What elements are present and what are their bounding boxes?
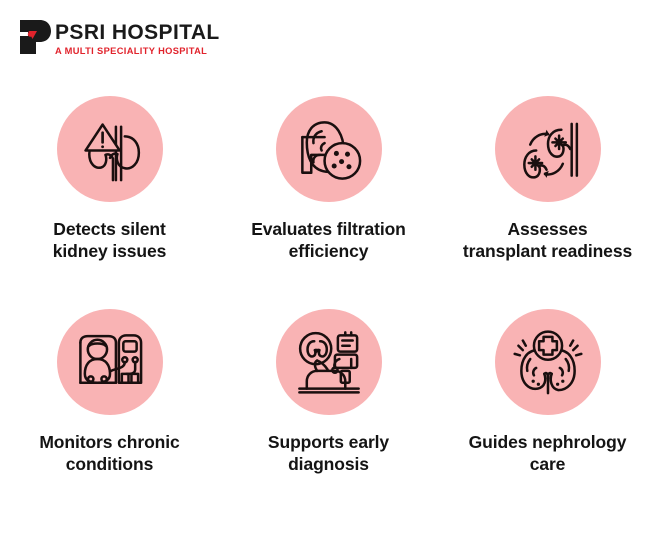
- icon-badge: [494, 309, 601, 415]
- dialysis-patient-machine-icon: [78, 334, 142, 384]
- kidney-transplant-exchange-icon: [522, 122, 578, 179]
- kidneys-medical-cross-icon: [512, 330, 583, 395]
- feature-label: Guides nephrology care: [468, 432, 627, 475]
- kidney-warning-icon: [83, 123, 140, 182]
- patient-diagnosis-monitor-icon: [297, 331, 360, 394]
- feature-label: Supports early diagnosis: [267, 432, 390, 475]
- feature-item-assesses-transplant-readiness: Assesses transplant readiness: [438, 96, 657, 301]
- feature-label: Monitors chronic conditions: [39, 432, 180, 475]
- feature-item-guides-nephrology-care: Guides nephrology care: [438, 309, 657, 514]
- feature-grid: Detects silent kidney issues Evaluates f…: [0, 96, 657, 514]
- kidney-filtration-cell-icon: [300, 121, 361, 180]
- psri-p-monogram-icon: [18, 18, 52, 58]
- feature-item-supports-early-diagnosis: Supports early diagnosis: [219, 309, 438, 514]
- feature-label: Detects silent kidney issues: [52, 219, 167, 262]
- feature-item-evaluates-filtration-efficiency: Evaluates filtration efficiency: [219, 96, 438, 301]
- logo-tagline: A MULTI SPECIALITY HOSPITAL: [55, 46, 208, 57]
- icon-badge: [494, 96, 601, 202]
- icon-badge: [275, 309, 382, 415]
- icon-badge: [56, 309, 163, 415]
- feature-item-monitors-chronic-conditions: Monitors chronic conditions: [0, 309, 219, 514]
- feature-label: Assesses transplant readiness: [462, 219, 633, 262]
- brand-logo: PSRI HOSPITAL A MULTI SPECIALITY HOSPITA…: [18, 16, 220, 58]
- feature-label: Evaluates filtration efficiency: [251, 219, 406, 262]
- logo-text-group: PSRI HOSPITAL A MULTI SPECIALITY HOSPITA…: [55, 21, 220, 57]
- icon-badge: [56, 96, 163, 202]
- icon-badge: [275, 96, 382, 202]
- logo-name: PSRI HOSPITAL: [55, 21, 220, 44]
- feature-item-detects-silent-kidney-issues: Detects silent kidney issues: [0, 96, 219, 301]
